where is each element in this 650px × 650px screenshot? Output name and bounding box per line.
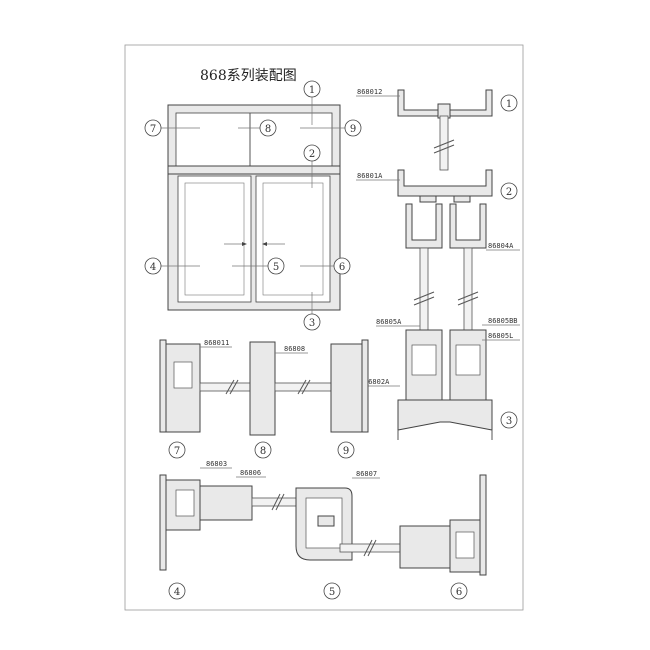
svg-text:9: 9: [350, 124, 356, 135]
sash-callout-4: 4: [168, 582, 186, 600]
svg-text:3: 3: [309, 318, 315, 329]
svg-text:9: 9: [343, 446, 349, 457]
elevation-callout-9: 9: [344, 119, 362, 137]
section-callout-3: 3: [500, 411, 518, 429]
part-label-86808: 86808: [284, 345, 305, 353]
elevation-callout-1: 1: [303, 80, 321, 98]
transom-section: [159, 339, 369, 436]
svg-text:6: 6: [339, 262, 345, 273]
part-label-868012: 868012: [357, 88, 382, 96]
svg-text:1: 1: [506, 99, 512, 110]
svg-text:4: 4: [150, 262, 156, 273]
section-callout-1: 1: [500, 94, 518, 112]
drawing-title: 868系列装配图: [200, 68, 297, 84]
elevation-callout-6: 6: [333, 257, 351, 275]
part-label-86802A: 86802A: [364, 378, 390, 386]
sash-callout-5: 5: [323, 582, 341, 600]
svg-text:8: 8: [265, 124, 271, 135]
elevation-callout-5: 5: [267, 257, 285, 275]
svg-text:8: 8: [260, 446, 266, 457]
sheet-border: [124, 44, 524, 611]
transom-callout-8: 8: [254, 441, 272, 459]
svg-text:6: 6: [456, 587, 462, 598]
svg-text:3: 3: [506, 416, 512, 427]
sash-horizontal-section: [159, 467, 487, 576]
transom-callout-9: 9: [337, 441, 355, 459]
elevation-callout-4: 4: [144, 257, 162, 275]
svg-text:4: 4: [174, 587, 180, 598]
part-label-86803: 86803: [206, 460, 227, 468]
part-label-86804A: 86804A: [488, 242, 514, 250]
elevation-callout-2: 2: [303, 144, 321, 162]
vertical-section: [356, 89, 520, 440]
svg-text:2: 2: [506, 187, 512, 198]
svg-text:2: 2: [309, 149, 315, 160]
svg-text:5: 5: [329, 587, 335, 598]
svg-text:5: 5: [273, 262, 279, 273]
transom-callout-7: 7: [168, 441, 186, 459]
elevation-callout-7: 7: [144, 119, 162, 137]
part-label-86805L: 86805L: [488, 332, 513, 340]
svg-text:1: 1: [309, 85, 315, 96]
svg-text:7: 7: [150, 124, 156, 135]
window-elevation: [161, 97, 345, 315]
part-label-86807: 86807: [356, 470, 377, 478]
section-callout-2: 2: [500, 182, 518, 200]
sash-callout-6: 6: [450, 582, 468, 600]
part-label-868011: 868011: [204, 339, 229, 347]
part-label-86805BB: 86805BB: [488, 317, 518, 325]
part-label-86805A: 86805A: [376, 318, 402, 326]
part-label-86801A: 86801A: [357, 172, 383, 180]
elevation-callout-3: 3: [303, 313, 321, 331]
svg-text:7: 7: [174, 446, 180, 457]
part-label-86806: 86806: [240, 469, 261, 477]
elevation-callout-8: 8: [259, 119, 277, 137]
